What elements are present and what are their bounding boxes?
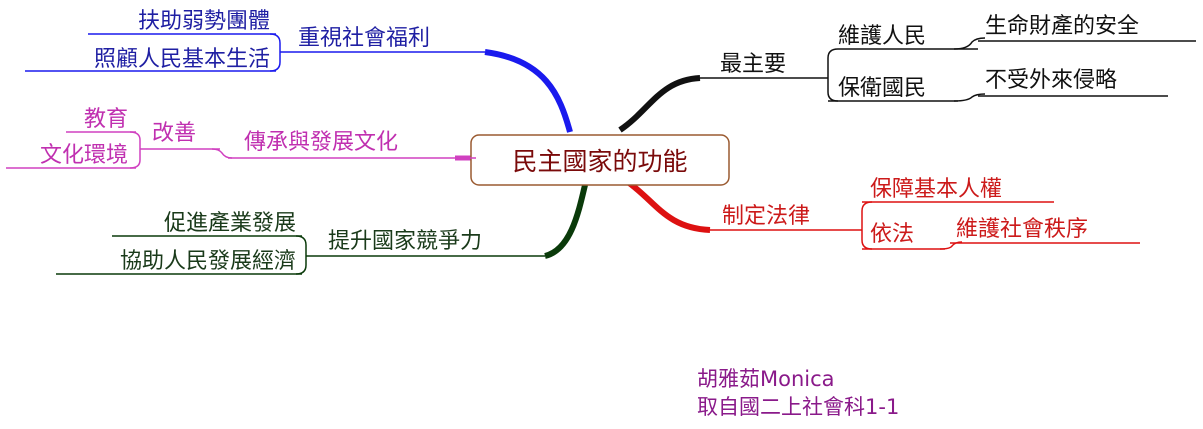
node-by-law[interactable]: 依法 (870, 222, 914, 247)
branch-curve-top-right (618, 75, 701, 133)
link-protect-people (953, 37, 986, 50)
node-care-livelihood[interactable]: 照顧人民基本生活 (94, 47, 270, 72)
branch-label-culture[interactable]: 傳承與發展文化 (244, 130, 398, 155)
branch-label-law[interactable]: 制定法律 (722, 204, 810, 229)
credit-source: 取自國二上社會科1-1 (697, 395, 899, 419)
bracket-law (861, 201, 873, 250)
center-node[interactable] (470, 134, 730, 186)
detail-social-order[interactable]: 維護社會秩序 (956, 217, 1088, 242)
node-protect-rights[interactable]: 保障基本人權 (870, 177, 1002, 202)
center-label: 民主國家的功能 (512, 147, 687, 176)
node-education[interactable]: 教育 (84, 107, 128, 132)
node-help-economy[interactable]: 協助人民發展經濟 (120, 249, 296, 274)
detail-no-invasion[interactable]: 不受外來侵略 (985, 68, 1117, 93)
branch-curve-top-left (484, 49, 573, 133)
bracket-welfare (269, 33, 281, 72)
branch-curve-bottom-right (623, 177, 711, 233)
node-defend-citizens[interactable]: 保衛國民 (838, 76, 926, 101)
link-defend-citizens (953, 93, 986, 102)
credit-author: 胡雅茹Monica (697, 367, 835, 391)
bracket-main (827, 48, 839, 102)
detail-life-property[interactable]: 生命財產的安全 (985, 14, 1139, 39)
node-promote-industry[interactable]: 促進產業發展 (164, 211, 296, 236)
node-protect-people[interactable]: 維護人民 (838, 24, 926, 49)
bracket-competitiveness (295, 235, 307, 275)
branch-curve-bottom-left (544, 184, 588, 259)
link-improve (211, 148, 233, 159)
node-assist-disadvantaged[interactable]: 扶助弱勢團體 (138, 9, 270, 34)
branch-label-main[interactable]: 最主要 (720, 52, 786, 77)
branch-label-welfare[interactable]: 重視社會福利 (298, 26, 430, 51)
branch-label-competitiveness[interactable]: 提升國家競爭力 (328, 229, 482, 254)
node-improve[interactable]: 改善 (152, 121, 196, 146)
node-cultural-environment[interactable]: 文化環境 (40, 143, 128, 168)
bracket-culture (129, 131, 141, 169)
